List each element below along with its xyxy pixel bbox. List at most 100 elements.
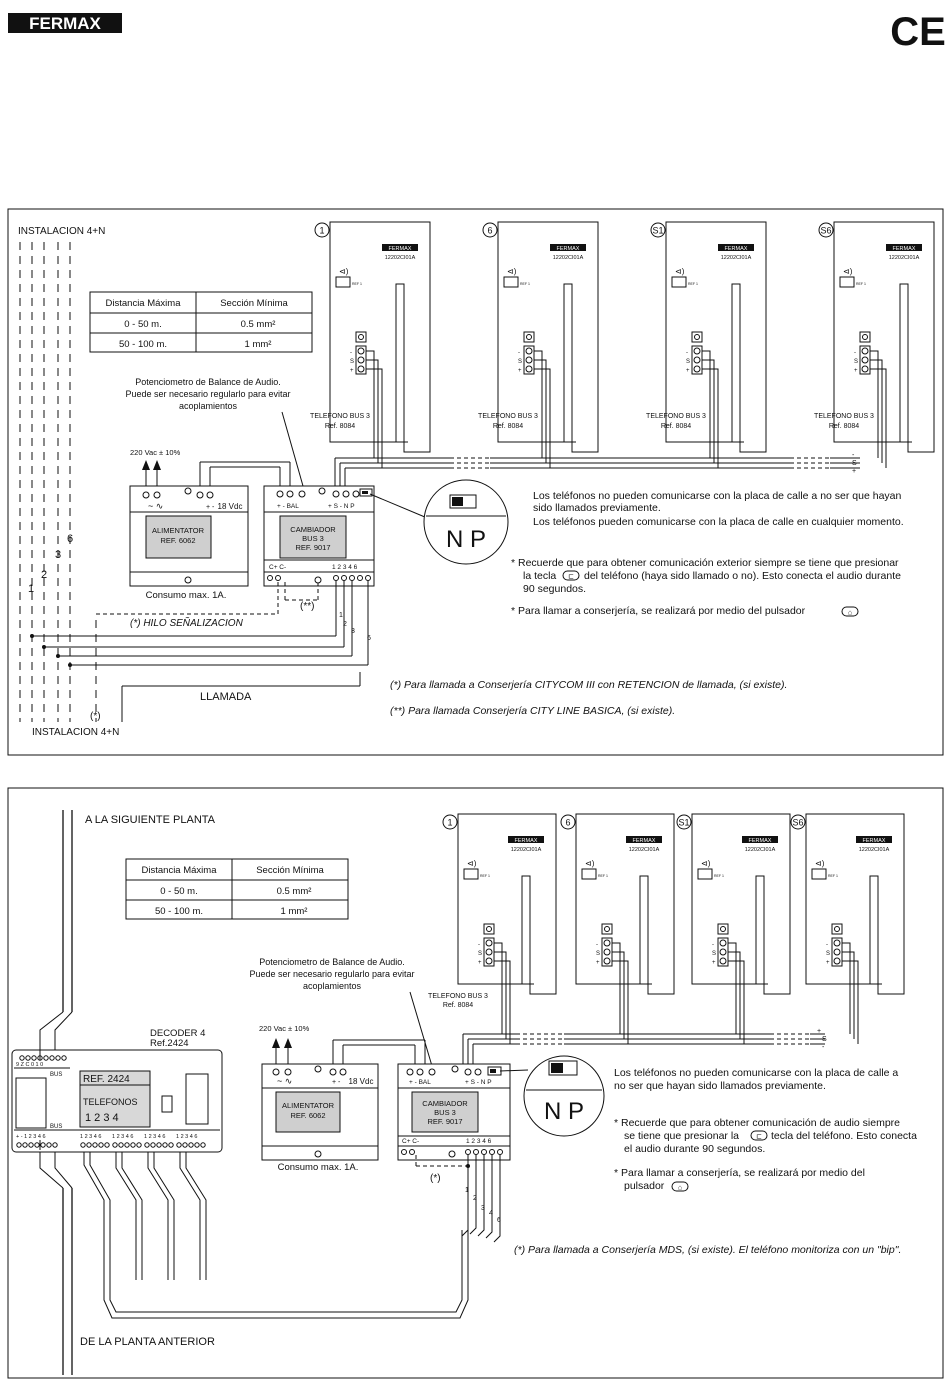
d1-note-star1-part: la tecla (523, 570, 556, 582)
phone-terminal-label: - (686, 350, 688, 356)
phone-number: 6 (565, 818, 570, 828)
d1-table-cell: 0.5 mm² (241, 319, 276, 330)
svg-text:1 2 3 4 6: 1 2 3 4 6 (112, 1134, 133, 1140)
decoder-screw (124, 1142, 130, 1148)
phone-terminal-screw (357, 347, 365, 355)
d2-footnote: (*) Para llamada a Conserjería MDS, (si … (514, 1244, 901, 1256)
phone-terminal-label: + (686, 368, 690, 374)
d1-cable-table: Distancia Máxima Sección Mínima 0 - 50 m… (89, 291, 313, 353)
phone-ref: Ref. 8084 (493, 423, 523, 430)
decoder-screw (92, 1142, 98, 1148)
d2-table-cell: 0 - 50 m. (160, 886, 198, 897)
phone-terminal-screw (833, 957, 841, 965)
phone-wire (870, 359, 883, 463)
phone-terminal-label: S (518, 359, 522, 365)
phone-model: 12202CI01A (629, 847, 660, 853)
phone-wire (612, 951, 625, 1039)
d1-wire-1: 1 (28, 583, 34, 595)
phone-terminal-label: - (854, 350, 856, 356)
svg-text:1: 1 (339, 612, 343, 619)
decoder-screw (182, 1142, 188, 1148)
phone-wire (366, 350, 375, 458)
d1-wire-3: 3 (55, 549, 61, 561)
d1-bus-wires: - S + (334, 452, 860, 488)
d1-title-top: INSTALACION 4+N (18, 226, 105, 237)
d1-star-marker: (*) (90, 711, 101, 722)
d2-decoder-wires (39, 1050, 469, 1319)
svg-text:3: 3 (351, 628, 355, 635)
d2-concierge-button-icon: ⌂ (671, 1181, 689, 1192)
d1-pot-note-line: Puede ser necesario regularlo para evita… (125, 389, 290, 399)
decoder-screw (34, 1142, 40, 1148)
phone-wire (494, 960, 511, 1044)
d2-table-cell: 50 - 100 m. (155, 906, 203, 917)
d1-changer-ref: REF. 9017 (295, 543, 330, 552)
phone-terminal-label: S (596, 951, 600, 957)
decoder-screw (46, 1142, 52, 1148)
phone-brand-badge (856, 836, 892, 843)
d2-power-volt: 18 Vdc (349, 1077, 374, 1086)
d2-power-note: Consumo max. 1A. (278, 1162, 359, 1173)
d1-power-name: ALIMENTATOR (152, 526, 205, 535)
d2-decoder-title: DECODER 4 (150, 1028, 205, 1039)
phone-model: 12202CI01A (553, 255, 584, 261)
phone-number-badge: S1 (676, 814, 692, 830)
decoder-screw (86, 1142, 92, 1148)
phone-speaker-icon: ⊲) (507, 267, 517, 276)
phone-wire (702, 368, 719, 468)
d2-bus-wires: + S - (462, 1028, 827, 1065)
phone-brand: FERMAX (515, 838, 538, 844)
diagram-2: A LA SIGUIENTE PLANTA DE LA PLANTA ANTER… (7, 787, 944, 1379)
phone-brand-badge (742, 836, 778, 843)
svg-text:+ -: + - (332, 1079, 341, 1086)
phone-wire (842, 960, 859, 1044)
d2-supply-label: 220 Vac ± 10% (259, 1024, 310, 1033)
d2-note-np-line: Los teléfonos no pueden comunicarse con … (614, 1067, 898, 1079)
phone-wire (534, 359, 547, 463)
phone-button (463, 868, 479, 880)
phone-model: 12202CI01A (745, 847, 776, 853)
d2-table-cell: 0.5 mm² (277, 886, 312, 897)
d1-dstar-marker: (**) (300, 601, 314, 612)
d1-concierge-button-icon: ⌂ (841, 606, 859, 617)
d2-note-star1-part: tecla del teléfono. Esto conecta (771, 1130, 917, 1142)
fermax-logo: FERMAX (8, 13, 122, 33)
phone-number-badge: 1 (314, 222, 330, 238)
d2-changer-ref: REF. 9017 (427, 1117, 462, 1126)
d2-pot-note-line: Potenciometro de Balance de Audio. (259, 957, 405, 967)
phone-terminal-screw (861, 365, 869, 373)
phone-brand: FERMAX (863, 838, 886, 844)
diagram-2-frame (7, 787, 944, 1379)
d2-table-header-distance: Distancia Máxima (142, 865, 218, 876)
phone-wire (728, 951, 741, 1039)
d2-table-header-section: Sección Mínima (256, 865, 324, 876)
d2-table-cell: 1 mm² (281, 906, 308, 917)
phone-wire (366, 368, 383, 468)
phone-wire (366, 359, 379, 463)
decoder-screw (25, 1055, 31, 1061)
d1-np-label: N P (446, 526, 486, 553)
phone-model: 12202CI01A (385, 255, 416, 261)
d1-pot-note-line: acoplamientos (179, 401, 238, 411)
phone-button (811, 868, 827, 880)
svg-text:6: 6 (367, 635, 371, 642)
phone-speaker-icon: ⊲) (585, 859, 595, 868)
d2-note-star1-line: el audio durante 90 segundos. (624, 1143, 765, 1155)
phone-wire (870, 368, 887, 468)
phone-button (503, 276, 519, 288)
phone-terminal-label: - (596, 942, 598, 948)
d2-riser-cable (39, 810, 73, 1375)
phone-speaker-icon: ⊲) (675, 267, 685, 276)
d1-power-note: Consumo max. 1A. (146, 590, 227, 601)
decoder-screw (28, 1142, 34, 1148)
d2-note-star1-part: se tiene que presionar la (624, 1130, 739, 1142)
phone-ref: Ref. 8084 (829, 423, 859, 430)
decoder-screw (55, 1055, 61, 1061)
phone-ref: Ref. 8084 (661, 423, 691, 430)
d1-note-star1-line: * Recuerde que para obtener comunicación… (511, 557, 899, 569)
